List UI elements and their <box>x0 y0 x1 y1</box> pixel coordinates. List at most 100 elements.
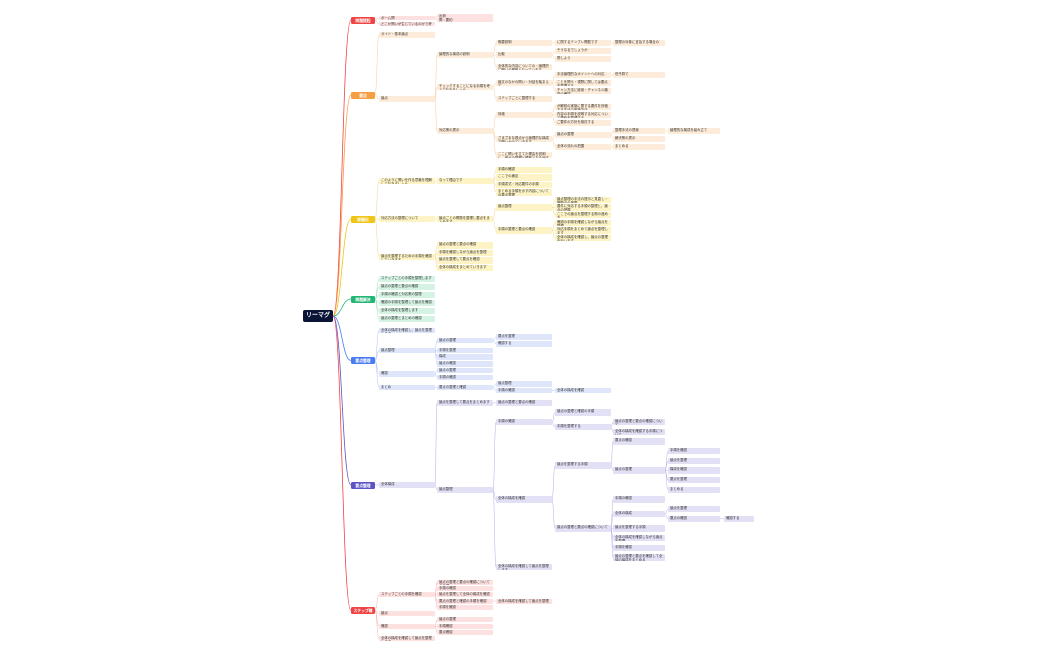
node-d1[interactable]: 全体の構成をまとめていきます <box>437 265 493 272</box>
node-d2[interactable]: 論点の整理と要点の確認 <box>496 399 552 407</box>
node-d3[interactable]: 手順を整理する <box>555 423 611 431</box>
node-d3[interactable]: ことを問う・視野に関しては要点を整理する <box>555 79 611 87</box>
node-d0[interactable]: ガイド・基本論点 <box>379 31 435 39</box>
node-d1[interactable]: 論点を整理して全体の構成を確認 <box>437 592 493 598</box>
node-d4[interactable]: まとめる <box>613 143 665 151</box>
category-node[interactable]: 詳細化 <box>351 215 375 223</box>
node-d2[interactable]: 手順の確認 <box>496 418 552 426</box>
node-d2[interactable]: 評価 <box>496 111 552 119</box>
node-d5[interactable]: 手順を確認 <box>668 447 720 455</box>
node-d4[interactable]: 手順の確認 <box>613 496 665 503</box>
node-d0[interactable]: 全体構成 <box>379 481 435 489</box>
node-d2[interactable]: 概要説明 <box>496 39 552 47</box>
node-d0[interactable]: 論点整理 <box>379 347 435 354</box>
node-d5[interactable]: 要点を整理 <box>668 476 720 484</box>
node-d3[interactable]: 対応手順をまとめて論点を整理します <box>555 227 611 234</box>
node-d3[interactable]: 論点整理の手法の提示と見直し・問題点の把握 <box>555 196 611 204</box>
node-d1[interactable]: 論点整理 <box>437 486 493 494</box>
node-d5[interactable]: まとめる <box>668 486 720 494</box>
category-node[interactable]: ステップ確認 <box>351 607 375 614</box>
node-d4[interactable]: 論点の整理と要点の確認について <box>613 418 665 426</box>
node-d1[interactable]: 論点の整理 <box>437 617 493 623</box>
node-d1[interactable]: チェックすることになる手順を考えておきましょう <box>437 83 493 91</box>
node-d2[interactable]: 手順の整理と要点の確認 <box>496 227 552 234</box>
node-d1[interactable]: 対応策の提示 <box>437 127 493 135</box>
node-d2[interactable]: 全体の構成を確認 <box>496 496 552 503</box>
node-d3[interactable]: 論点の整理 <box>555 131 611 139</box>
node-d0[interactable]: 論点の整理とまとめの確認 <box>379 315 435 323</box>
category-node[interactable]: 問題提起 <box>351 16 375 24</box>
node-d3[interactable]: 全体の流れの把握 <box>555 143 611 151</box>
node-d0[interactable]: 手順の確認と対応策の整理 <box>379 291 435 299</box>
node-d1[interactable]: なって理由です <box>437 177 493 185</box>
category-node[interactable]: 要点 <box>351 91 375 99</box>
node-d2[interactable]: 手順書式・対応要件の手順 <box>496 181 552 189</box>
node-d3[interactable]: ご要件の方針を検討する <box>555 119 611 127</box>
node-d0[interactable]: 論点 <box>379 611 435 617</box>
node-d2[interactable]: 全体的な内容についての・論理的に問いの根拠となっています <box>496 63 552 71</box>
node-d3[interactable]: 関しよう <box>555 55 611 63</box>
node-d0[interactable]: ボーム問 <box>379 16 435 20</box>
node-d1[interactable]: 手順確認 <box>437 623 493 629</box>
node-d2[interactable]: ここに問いを立てた理由を説明し、論点の整理と根拠となる対応策をまとめます <box>496 151 552 159</box>
node-d2[interactable]: 論文のなかの問い・対話を踏まえて <box>496 79 552 87</box>
node-d4[interactable]: 手順を確認 <box>613 544 665 552</box>
node-d0[interactable]: ステップごとの手順を整理します <box>379 275 435 283</box>
node-d1[interactable]: 論理的な構成の説明 <box>437 51 493 59</box>
node-d1[interactable]: 問・要約 <box>437 18 493 22</box>
node-d1[interactable]: 論点を整理して要点をまとめます <box>437 399 493 407</box>
node-d3[interactable]: 論点の整理と確認の手順 <box>555 409 611 416</box>
node-d5[interactable]: 構成を確認 <box>668 467 720 474</box>
node-d2[interactable]: ステップごとに整理する <box>496 95 552 103</box>
node-d3[interactable]: 論点の整理と要点の確認について <box>555 525 611 532</box>
node-d4[interactable]: 低予算で <box>613 71 665 79</box>
category-node[interactable]: 問題解決 <box>351 295 375 303</box>
node-d1[interactable]: 要点の整理と確認 <box>437 384 493 391</box>
node-d2[interactable]: 論点整理 <box>496 381 552 387</box>
node-d0[interactable]: 確認の手順を整理して論点を確認 <box>379 299 435 307</box>
node-d2[interactable]: 確認する <box>496 341 552 347</box>
node-d2[interactable]: さまざまな視点から論理的な構成で問いかけていきます <box>496 135 552 143</box>
node-d1[interactable]: 論点の整理 <box>437 337 493 344</box>
node-d1[interactable]: 手順を確認しながら論点を整理 <box>437 249 493 257</box>
node-d3[interactable]: 論点を整理する手順 <box>555 462 611 469</box>
node-d1[interactable]: 論点を整理して要点を確認 <box>437 257 493 264</box>
node-d0[interactable]: 確認 <box>379 623 435 629</box>
node-d4[interactable]: 論点を整理する手順 <box>613 525 665 532</box>
node-d0[interactable]: どこか問いが生じているのかで考えます <box>379 22 435 26</box>
node-d5[interactable]: 論点を整理 <box>668 505 720 513</box>
node-d5[interactable]: 論理的な構成を組み立て <box>668 127 720 135</box>
node-d4[interactable]: 整理手法の提案 <box>613 127 665 135</box>
node-d2[interactable]: 手順の確認 <box>496 166 552 173</box>
node-d0[interactable]: 全体の構成を確認し、論点を整理します <box>379 327 435 334</box>
node-d4[interactable]: 論点の整理と要点を確認して全体の構成をまとめる <box>613 554 665 561</box>
node-d2[interactable]: 論点整理 <box>496 204 552 211</box>
node-d1[interactable]: 論点の整理 <box>437 367 493 374</box>
node-d2[interactable]: まとめる手順を示す内容についての要点整理 <box>496 189 552 196</box>
node-d1[interactable]: 手順を確認 <box>437 604 493 610</box>
node-d0[interactable]: 論点 <box>379 95 435 103</box>
node-d1[interactable]: 論点の確認 <box>437 361 493 367</box>
node-d0[interactable]: 全体の構成を整理します <box>379 307 435 315</box>
node-d1[interactable]: 論点の整理と要点の確認についての手順 <box>437 579 493 585</box>
category-node[interactable]: 要点整理 <box>351 357 375 364</box>
node-d4[interactable]: 全体の構成 <box>613 510 665 518</box>
node-d6[interactable]: 確認する <box>724 515 754 523</box>
node-d1[interactable]: 論点の整理と要点の確認 <box>437 242 493 249</box>
node-d2[interactable]: 手順の確認 <box>496 387 552 394</box>
root-node[interactable]: リーマグ <box>303 310 333 322</box>
node-d4[interactable]: 全体の構成を確認しながら論点を整理 <box>613 534 665 542</box>
node-d3[interactable]: 確認の手順を確認しながら論点を整理 <box>555 219 611 226</box>
node-d0[interactable]: ステップごとの手順を確認 <box>379 592 435 598</box>
node-d0[interactable]: 確認 <box>379 371 435 377</box>
node-d5[interactable]: 要点の確認 <box>668 515 720 523</box>
node-d3[interactable]: ここでの論点を整理する際の進め方 <box>555 212 611 219</box>
node-d1[interactable]: 論点ごとの問題を整理し要点をまとめます <box>437 215 493 223</box>
node-d2[interactable]: 全体の構成を確認して論点を整理 <box>496 598 552 604</box>
node-d0[interactable]: まとめ <box>379 384 435 391</box>
node-d0[interactable]: 全体の構成を確認して論点を整理します <box>379 636 435 642</box>
node-d3[interactable]: 内容の手順を説明する対応について要約を整理する <box>555 111 611 119</box>
node-d1[interactable]: 手順の確認 <box>437 585 493 591</box>
node-d3[interactable]: 全体の構成を確認し、論点の整理を行います <box>555 234 611 242</box>
node-d4[interactable]: 解決策の提示 <box>613 135 665 143</box>
